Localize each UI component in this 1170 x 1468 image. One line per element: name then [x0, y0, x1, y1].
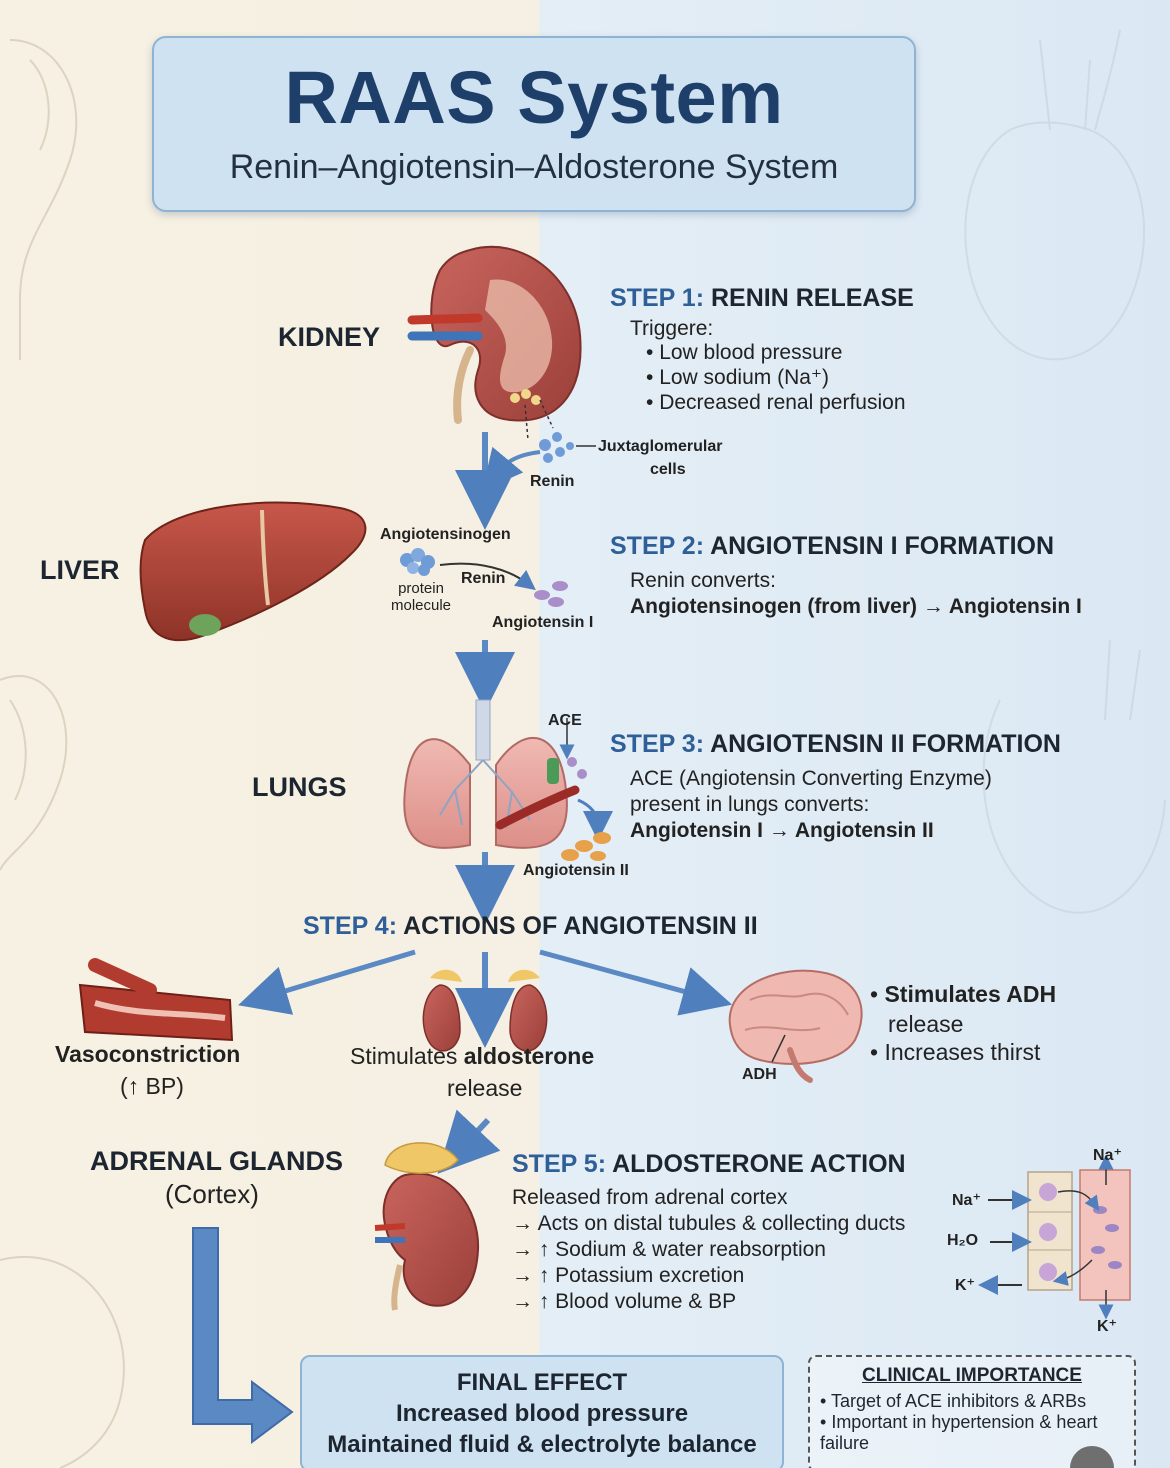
step1-lead: Triggere:: [630, 317, 714, 340]
angiotensinogen-label: Angiotensinogen: [380, 526, 511, 543]
step1-trigger-list: Low blood pressure Low sodium (Na⁺) Decr…: [646, 340, 906, 415]
protein-molecule-label: protein molecule: [386, 580, 456, 614]
list-item: Target of ACE inhibitors & ARBs: [820, 1391, 1120, 1412]
page-subtitle: Renin–Angiotensin–Aldosterone System: [229, 148, 839, 186]
lungs-illustration: [403, 699, 580, 849]
step3-conversion: Angiotensin I → Angiotensin II: [630, 819, 934, 842]
thirst-action: • Increases thirst: [870, 1039, 1041, 1065]
step5-item: → ↑ Potassium excretion: [512, 1264, 745, 1287]
liver-label: LIVER: [40, 555, 120, 585]
step5-item: → ↑ Sodium & water reabsorption: [512, 1238, 826, 1261]
kidney-illustration: [407, 245, 582, 441]
step5-lead: Released from adrenal cortex: [512, 1186, 788, 1209]
lungs-label: LUNGS: [252, 772, 347, 802]
thirst-text: Increases thirst: [884, 1039, 1041, 1065]
step5-heading: STEP 5: ALDOSTERONE ACTION: [512, 1150, 906, 1179]
liver-illustration: [139, 501, 367, 642]
adrenal-gland-kidney-illustration: [374, 1142, 480, 1311]
step2-title: ANGIOTENSIN I FORMATION: [710, 532, 1055, 560]
renin-molecules: [539, 432, 596, 463]
juxtaglomerular-label: Juxtaglomerular: [598, 438, 723, 455]
step5-item: → ↑ Blood volume & BP: [512, 1290, 737, 1313]
tubule-cells-illustration: [978, 1154, 1131, 1320]
adrenal-label: ADRENAL GLANDS: [90, 1146, 344, 1176]
k-bottom-label: K⁺: [1097, 1318, 1117, 1335]
list-item: Low sodium (Na⁺): [646, 365, 906, 390]
step1-heading: STEP 1: RENIN RELEASE: [610, 284, 914, 313]
renin-label-kidney: Renin: [530, 473, 575, 490]
clinical-importance-box: CLINICAL IMPORTANCE Target of ACE inhibi…: [808, 1355, 1136, 1468]
step1-title: RENIN RELEASE: [710, 284, 914, 312]
protein-word: protein: [398, 580, 444, 597]
vasoconstriction-label: Vasoconstriction: [55, 1041, 241, 1067]
step3-line2: present in lungs converts:: [630, 793, 870, 816]
adrenal-sub-label: (Cortex): [165, 1179, 259, 1209]
brain-illustration: [728, 969, 863, 1083]
step4-heading: STEP 4: ACTIONS OF ANGIOTENSIN II: [303, 912, 758, 941]
list-item: Decreased renal perfusion: [646, 390, 905, 415]
angiotensinogen-molecule: [400, 548, 536, 591]
final-effect-arrow: [192, 1227, 294, 1444]
renin-label-liver: Renin: [461, 570, 506, 587]
adh-stimulates: Stimulates ADH: [884, 981, 1057, 1007]
list-item: Low blood pressure: [646, 340, 906, 365]
step2-number: STEP 2:: [610, 532, 705, 560]
vasoconstriction-bp: (↑ BP): [120, 1073, 184, 1099]
background-kidney-sketch: [0, 39, 125, 1468]
step2-heading: STEP 2: ANGIOTENSIN I FORMATION: [610, 532, 1054, 561]
aldosterone-release: release: [447, 1075, 523, 1101]
na-in-label: Na⁺: [952, 1192, 981, 1209]
aldosterone-action: Stimulates aldosterone: [350, 1044, 594, 1069]
adh-action: • Stimulates ADH: [870, 981, 1057, 1007]
step5-title: ALDOSTERONE ACTION: [612, 1150, 906, 1178]
step2-conversion: Angiotensinogen (from liver) → Angiotens…: [630, 595, 1082, 618]
aldosterone-pre: Stimulates: [350, 1043, 458, 1069]
list-item: Important in hypertension & heart failur…: [820, 1412, 1120, 1454]
step3-line1: ACE (Angiotensin Converting Enzyme): [630, 767, 992, 790]
flow-arrow-aldosterone-adrenal: [437, 1109, 501, 1174]
kidney-label: KIDNEY: [278, 322, 381, 352]
step2-lead: Renin converts:: [630, 569, 776, 592]
adh-label: ADH: [742, 1066, 777, 1083]
angiotensin-ii-molecules: [561, 757, 613, 861]
angiotensin-ii-label: Angiotensin II: [523, 862, 629, 879]
flow-arrow-kidney-liver: [455, 432, 541, 530]
clinical-list: Target of ACE inhibitors & ARBs Importan…: [820, 1391, 1120, 1454]
clinical-title: CLINICAL IMPORTANCE: [862, 1365, 1082, 1386]
step4-title: ACTIONS OF ANGIOTENSIN II: [403, 912, 758, 940]
blood-vessel-illustration: [78, 958, 234, 1042]
k-out-label: K⁺: [955, 1277, 975, 1294]
page-title: RAAS System: [284, 56, 784, 139]
final-effect-line1: Increased blood pressure: [395, 1400, 689, 1427]
final-effect-title: FINAL EFFECT: [456, 1369, 628, 1396]
juxtaglomerular-cells-label: cells: [650, 461, 686, 478]
title-box: RAAS System Renin–Angiotensin–Aldosteron…: [152, 36, 916, 212]
step3-heading: STEP 3: ANGIOTENSIN II FORMATION: [610, 730, 1061, 759]
step4-number: STEP 4:: [303, 912, 398, 940]
step3-number: STEP 3:: [610, 730, 705, 758]
h2o-label: H₂O: [947, 1232, 979, 1249]
adh-release: release: [888, 1011, 964, 1037]
na-top-label: Na⁺: [1093, 1147, 1122, 1164]
ace-label: ACE: [548, 712, 582, 729]
final-effect-box: FINAL EFFECT Increased blood pressure Ma…: [300, 1355, 784, 1468]
aldosterone-word: aldosterone: [463, 1043, 595, 1069]
step3-title: ANGIOTENSIN II FORMATION: [710, 730, 1061, 758]
step5-number: STEP 5:: [512, 1150, 607, 1178]
background-heart-sketch: [964, 29, 1166, 914]
adrenal-kidneys-illustration: [422, 969, 548, 1052]
final-effect-line2: Maintained fluid & electrolyte balance: [327, 1431, 757, 1458]
molecule-word: molecule: [390, 597, 452, 614]
angiotensin-i-label: Angiotensin I: [492, 614, 594, 631]
angiotensin-ii-action-arrows: [238, 949, 733, 1048]
angiotensin-i-molecules: [534, 581, 568, 607]
step1-number: STEP 1:: [610, 284, 705, 312]
step5-item: → Acts on distal tubules & collecting du…: [512, 1212, 906, 1235]
